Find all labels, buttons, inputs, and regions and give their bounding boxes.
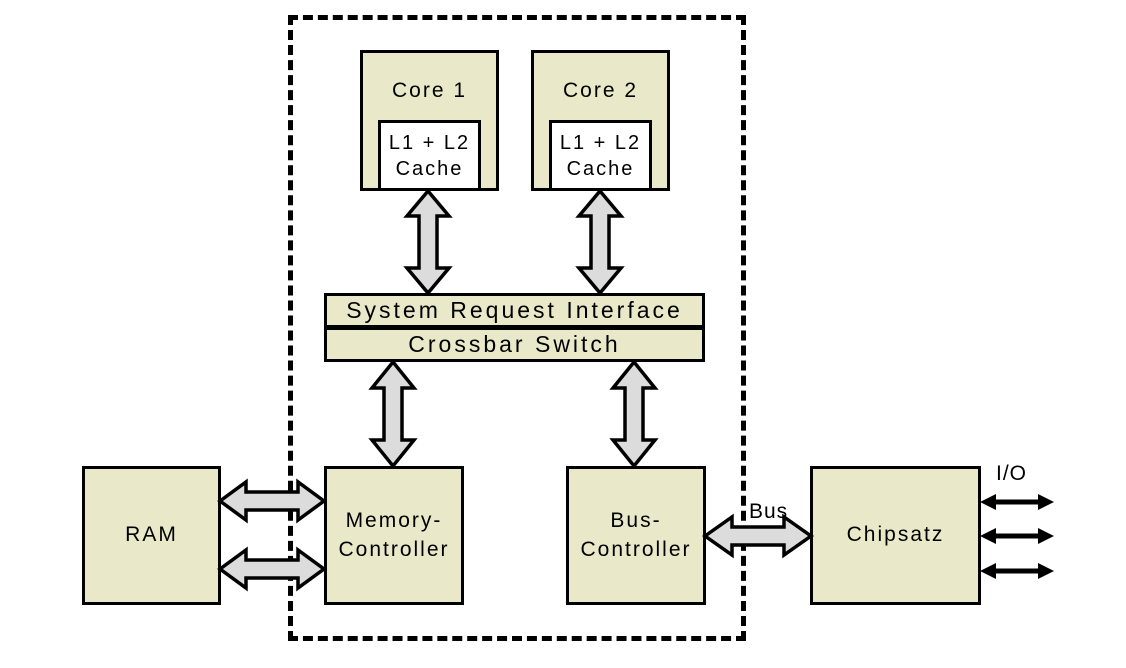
crossbar-switch-block[interactable]: Crossbar Switch <box>324 327 705 362</box>
arrow-core2-to-sri <box>575 188 625 296</box>
chipsatz-block[interactable]: Chipsatz <box>810 466 981 605</box>
arrow-crossbar-to-bus-controller <box>609 359 659 469</box>
arrow-chipsatz-io-3 <box>980 563 1054 579</box>
system-request-interface-block[interactable]: System Request Interface <box>324 293 705 328</box>
core-2-label: Core 2 <box>562 79 639 102</box>
ram-block[interactable]: RAM <box>82 466 221 605</box>
arrow-chipsatz-io-1 <box>980 494 1054 510</box>
arrow-ram-to-memory-controller-lower <box>217 546 327 592</box>
arrow-crossbar-to-memory-controller <box>368 359 418 469</box>
arrow-chipsatz-io-2 <box>980 528 1054 544</box>
core-2-cache-block[interactable]: L1 + L2 Cache <box>549 120 652 191</box>
bus-edge-label: Bus <box>749 500 789 523</box>
arrow-core1-to-sri <box>403 188 453 296</box>
io-edge-label: I/O <box>996 462 1028 485</box>
core-1-label: Core 1 <box>391 79 468 102</box>
memory-controller-block[interactable]: Memory- Controller <box>324 466 464 605</box>
core-1-cache-block[interactable]: L1 + L2 Cache <box>378 120 481 191</box>
bus-controller-block[interactable]: Bus- Controller <box>566 466 706 605</box>
arrow-ram-to-memory-controller-upper <box>217 478 327 524</box>
arrow-bus-controller-to-chipsatz <box>701 513 815 559</box>
